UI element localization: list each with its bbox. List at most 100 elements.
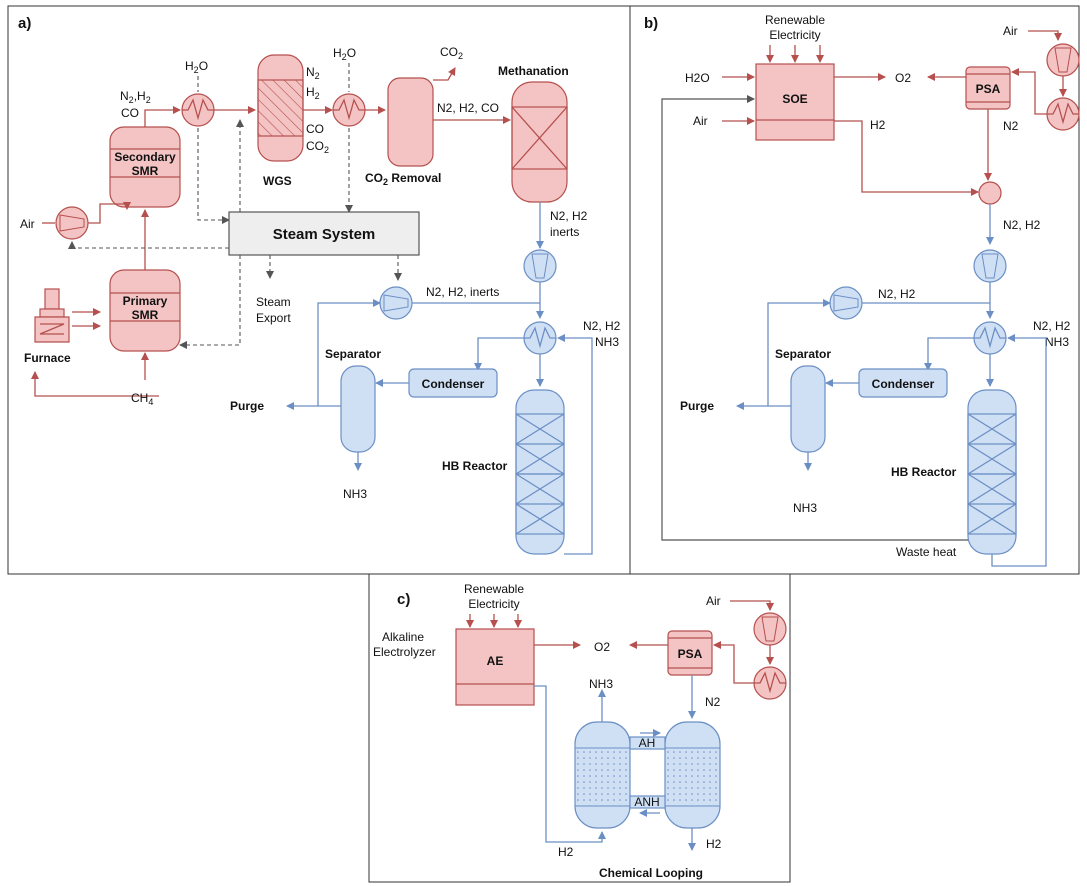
furnace-icon xyxy=(34,288,70,343)
panel-c-frame xyxy=(368,573,791,883)
after-methanation-1: N2, H2 xyxy=(550,209,588,223)
hb-reactor-a xyxy=(515,389,565,555)
h2-c-right: H2 xyxy=(706,837,722,851)
air-label-a: Air xyxy=(20,217,35,231)
renewable-c-2: Electricity xyxy=(468,597,519,611)
air-compressor-b-icon xyxy=(1046,43,1080,77)
looping-reactor-left xyxy=(574,721,631,829)
condenser-b-label: Condenser xyxy=(872,377,935,391)
psa-b-label: PSA xyxy=(976,82,1001,96)
chemical-looping-label: Chemical Looping xyxy=(599,866,703,880)
nh3-c-label: NH3 xyxy=(589,677,613,691)
purge-b-label: Purge xyxy=(680,399,714,413)
ae-box xyxy=(455,628,535,706)
ah-transfer xyxy=(629,736,666,750)
renewable-b-1: Renewable xyxy=(765,13,825,27)
renewable-b-2: Electricity xyxy=(769,28,820,42)
h2-b-label: H2 xyxy=(870,118,886,132)
syngas-compressor-icon xyxy=(523,249,557,283)
soe-box xyxy=(755,63,835,141)
secondary-smr-label: Secondary xyxy=(114,150,176,164)
loop-heat-exchanger-icon xyxy=(523,321,557,355)
renewable-c-1: Renewable xyxy=(464,582,524,596)
separator-a xyxy=(340,365,376,453)
steam-system-label: Steam System xyxy=(273,226,376,243)
air-c-label: Air xyxy=(706,594,721,608)
panel-b: b) Renewable Electricity SOE H2O Air O2 … xyxy=(644,13,1080,567)
methanation-reactor xyxy=(511,81,568,203)
nh3-b-label: NH3 xyxy=(793,501,817,515)
right-stream-a-2: NH3 xyxy=(595,335,619,349)
heat-exchanger-b-icon xyxy=(1046,97,1080,131)
hb-reactor-a-label: HB Reactor xyxy=(442,459,508,473)
steam-export-1: Steam xyxy=(256,295,291,309)
o2-c-label: O2 xyxy=(594,640,610,654)
air-compressor-icon xyxy=(55,206,89,240)
heat-exchanger-c-icon xyxy=(753,666,787,700)
psa-c xyxy=(667,630,713,676)
mixer-b xyxy=(978,181,1002,205)
panel-b-frame xyxy=(629,5,1080,575)
wgs-reactor xyxy=(257,54,304,162)
h2o-label-1: H2O xyxy=(185,59,208,75)
h2o-label-2: H2O xyxy=(333,46,356,62)
recycle-compressor-icon xyxy=(379,286,413,320)
air-b-left: Air xyxy=(693,114,708,128)
recycle-stream-b: N2, H2 xyxy=(878,287,916,301)
alkaline-1: Alkaline xyxy=(382,630,424,644)
o2-b-label: O2 xyxy=(895,71,911,85)
soe-label: SOE xyxy=(782,92,807,106)
after-methanation-2: inerts xyxy=(550,225,579,239)
panel-b-letter: b) xyxy=(644,15,658,32)
steam-system-box xyxy=(228,211,420,256)
heat-exchanger-icon xyxy=(332,93,366,127)
stream-after-removal: N2, H2, CO xyxy=(437,101,499,115)
h2o-b-label: H2O xyxy=(685,71,710,85)
secondary-smr-label-2: SMR xyxy=(132,164,159,178)
steam-export-2: Export xyxy=(256,311,291,325)
separator-b xyxy=(790,365,826,453)
purge-a-label: Purge xyxy=(230,399,264,413)
n2h2-b-label: N2, H2 xyxy=(1003,218,1041,232)
heat-exchanger-icon xyxy=(181,93,215,127)
n2-b-label: N2 xyxy=(1003,119,1019,133)
n2-c-label: N2 xyxy=(705,695,721,709)
separator-a-label: Separator xyxy=(325,347,381,361)
right-stream-b-1: N2, H2 xyxy=(1033,319,1071,333)
primary-smr-label-2: SMR xyxy=(132,308,159,322)
ch4-label: CH4 xyxy=(131,391,153,407)
secondary-out-1: N2,H2 xyxy=(120,89,151,105)
separator-b-label: Separator xyxy=(775,347,831,361)
co2-top-label: CO2 xyxy=(440,45,463,61)
h2-c-left: H2 xyxy=(558,845,574,859)
wgs-label: WGS xyxy=(263,174,292,188)
right-stream-b-2: NH3 xyxy=(1045,335,1069,349)
loop-heat-exchanger-b-icon xyxy=(973,321,1007,355)
air-b-top: Air xyxy=(1003,24,1018,38)
secondary-smr xyxy=(109,126,181,208)
wgs-co2: CO2 xyxy=(306,139,329,155)
ah-label: AH xyxy=(639,736,656,750)
furnace-label: Furnace xyxy=(24,351,71,365)
wgs-co: CO xyxy=(306,122,324,136)
methanation-label: Methanation xyxy=(498,64,569,78)
primary-smr-label: Primary xyxy=(123,294,168,308)
panel-c: c) Renewable Electricity Alkaline Electr… xyxy=(373,582,787,880)
right-stream-a-1: N2, H2 xyxy=(583,319,621,333)
recycle-compressor-b-icon xyxy=(829,286,863,320)
anh-label: ANH xyxy=(634,795,659,809)
nh3-a-label: NH3 xyxy=(343,487,367,501)
recycle-stream-a: N2, H2, inerts xyxy=(426,285,499,299)
hb-reactor-b xyxy=(967,389,1017,555)
wgs-n2: N2 xyxy=(306,65,320,81)
looping-reactor-right xyxy=(664,721,721,829)
hb-reactor-b-label: HB Reactor xyxy=(891,465,957,479)
panel-a: a) Furnace Primary SMR CH4 Secondary xyxy=(18,15,621,555)
secondary-out-2: CO xyxy=(121,106,139,120)
co2-removal-column xyxy=(387,77,434,167)
psa-c-label: PSA xyxy=(678,647,703,661)
co2-removal-label: CO2 Removal xyxy=(365,171,441,187)
anh-transfer xyxy=(629,795,666,809)
ae-label: AE xyxy=(487,654,504,668)
